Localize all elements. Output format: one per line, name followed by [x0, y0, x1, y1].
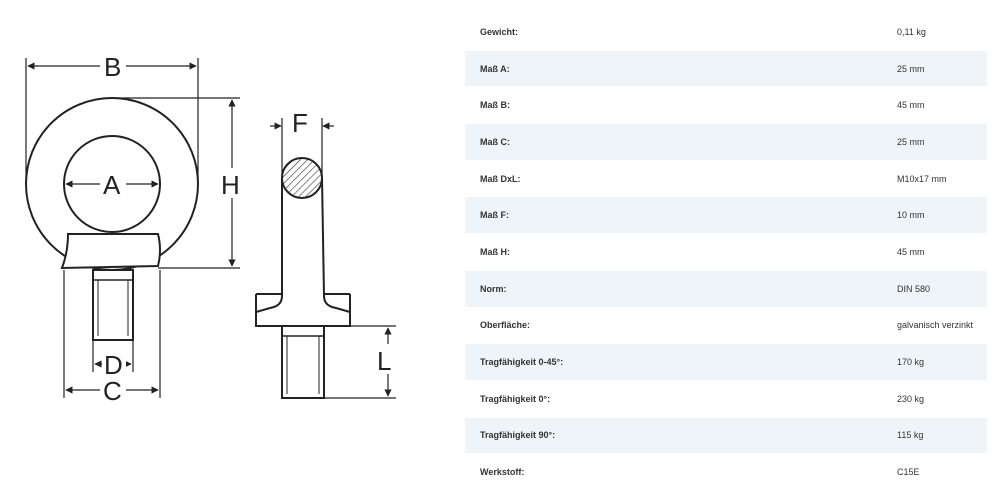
label-l: L	[377, 346, 391, 376]
spec-value: 10 mm	[882, 196, 987, 235]
spec-label: Maß DxL:	[465, 160, 882, 198]
spec-label: Maß A:	[465, 50, 882, 88]
spec-label: Werkstoff:	[465, 453, 882, 491]
dim-f	[270, 118, 334, 176]
spec-label: Maß H:	[465, 233, 882, 271]
spec-value: galvanisch verzinkt	[882, 307, 987, 345]
table-row: Maß DxL:M10x17 mm	[465, 160, 987, 198]
front-view	[25, 97, 199, 341]
spec-value: C15E	[882, 453, 987, 491]
spec-value: 115 kg	[882, 417, 987, 455]
spec-label: Tragfähigkeit 0-45°:	[465, 343, 882, 381]
label-d: D	[104, 350, 123, 380]
label-a: A	[103, 170, 121, 200]
side-thread	[281, 325, 325, 399]
spec-value: 230 kg	[882, 380, 987, 418]
table-row: Gewicht:0,11 kg	[465, 14, 987, 51]
spec-value: 170 kg	[882, 343, 987, 381]
table-row: Maß F:10 mm	[465, 196, 987, 235]
eye-bolt-technical-drawing: B A H D C	[25, 52, 400, 406]
table-row: Tragfähigkeit 90°:115 kg	[465, 417, 987, 455]
thread-shank	[92, 269, 134, 341]
table-row: Oberfläche:galvanisch verzinkt	[465, 307, 987, 345]
table-row: Maß C:25 mm	[465, 123, 987, 161]
table-row: Tragfähigkeit 0-45°:170 kg	[465, 343, 987, 381]
label-c: C	[103, 376, 122, 406]
side-section	[281, 157, 323, 199]
ring-inner	[63, 135, 161, 233]
spec-label: Gewicht:	[465, 14, 882, 51]
table-row: Norm:DIN 580	[465, 270, 987, 308]
spec-label: Tragfähigkeit 90°:	[465, 417, 882, 455]
spec-value: 0,11 kg	[882, 14, 987, 51]
spec-value: 25 mm	[882, 50, 987, 88]
label-f: F	[292, 108, 308, 138]
spec-label: Maß F:	[465, 196, 882, 235]
spec-value: 25 mm	[882, 123, 987, 161]
spec-label: Oberfläche:	[465, 307, 882, 345]
spec-value: 45 mm	[882, 86, 987, 125]
table-row: Maß A:25 mm	[465, 50, 987, 88]
label-b: B	[104, 52, 121, 82]
spec-table: Gewicht:0,11 kg Maß A:25 mm Maß B:45 mm …	[465, 14, 987, 491]
spec-label: Maß B:	[465, 86, 882, 125]
table-row: Maß H:45 mm	[465, 233, 987, 271]
collar	[60, 233, 161, 270]
side-eye	[255, 177, 351, 327]
table-row: Tragfähigkeit 0°:230 kg	[465, 380, 987, 418]
side-view	[255, 157, 351, 399]
table-row: Werkstoff:C15E	[465, 453, 987, 491]
spec-value: DIN 580	[882, 270, 987, 308]
spec-value: 45 mm	[882, 233, 987, 271]
label-h: H	[221, 170, 240, 200]
spec-label: Norm:	[465, 270, 882, 308]
table-row: Maß B:45 mm	[465, 86, 987, 125]
spec-label: Tragfähigkeit 0°:	[465, 380, 882, 418]
spec-value: M10x17 mm	[882, 160, 987, 198]
spec-label: Maß C:	[465, 123, 882, 161]
